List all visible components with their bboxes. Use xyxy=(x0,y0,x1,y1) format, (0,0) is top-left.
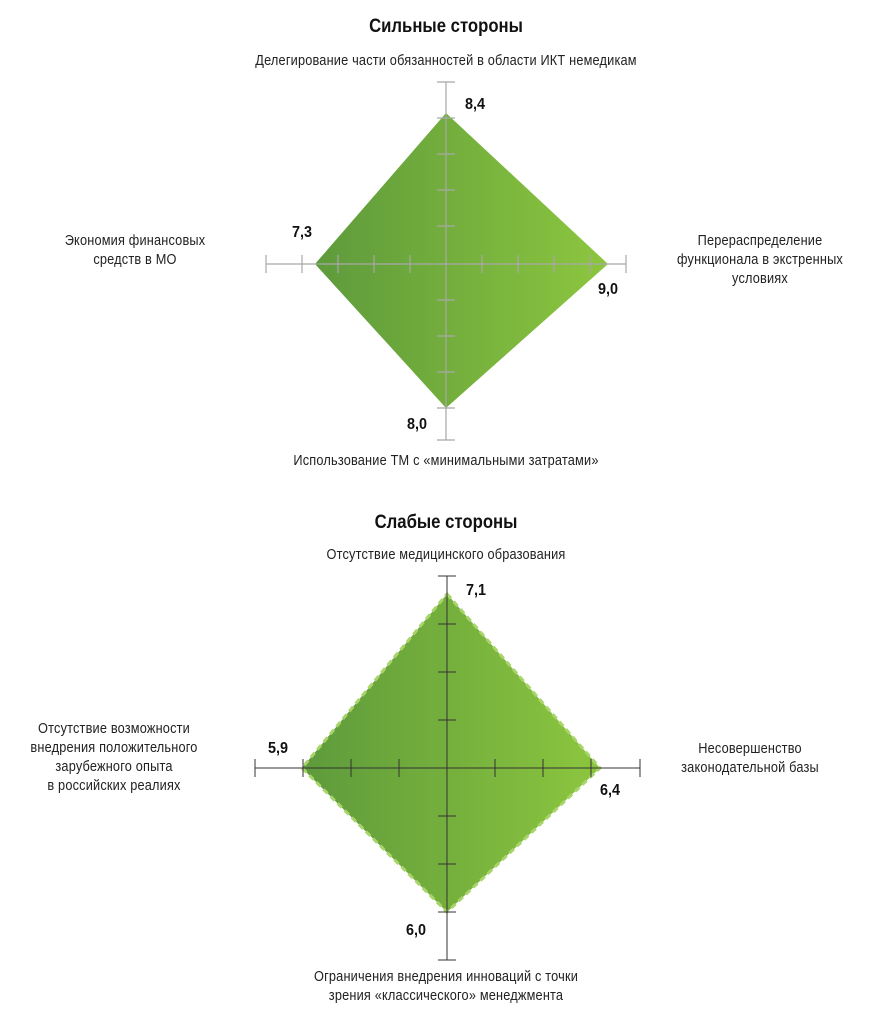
strong-right-label-line3: условиях xyxy=(732,271,788,287)
strong-axes xyxy=(265,81,627,441)
weak-bottom-label-line2: зрения «классического» менеджмента xyxy=(328,988,564,1004)
weak-left-label-line1: Отсутствие возможности xyxy=(38,721,190,737)
strong-axis-label-left: Экономия финансовых средств в МО xyxy=(43,232,228,270)
weak-axes xyxy=(254,575,641,961)
strong-right-label-line2: функционала в экстренных xyxy=(677,252,843,268)
weak-axis-label-right: Несовершенство законодательной базы xyxy=(671,740,829,778)
strong-value-top: 8,4 xyxy=(465,96,486,113)
weak-bottom-label-line1: Ограничения внедрения инноваций с точки xyxy=(313,969,579,985)
weak-value-right: 6,4 xyxy=(600,782,621,799)
strong-radar-area xyxy=(315,113,608,408)
strong-axis-label-top: Делегирование части обязанностей в облас… xyxy=(255,53,637,69)
weak-value-top: 7,1 xyxy=(466,582,487,599)
strong-left-label-line2: средств в МО xyxy=(93,252,177,268)
weak-axis-label-top: Отсутствие медицинского образования xyxy=(326,547,566,563)
weak-axis-label-left: Отсутствие возможности внедрения положит… xyxy=(14,720,215,796)
strong-left-label-line1: Экономия финансовых xyxy=(64,233,206,249)
strong-axis-label-bottom: Использование ТМ с «минимальными затрата… xyxy=(293,453,599,469)
weak-left-label-line4: в российских реалиях xyxy=(47,778,181,794)
weak-left-label-line2: внедрения положительного xyxy=(30,740,198,756)
weak-value-bottom: 6,0 xyxy=(406,922,427,939)
strong-value-right: 9,0 xyxy=(598,281,619,298)
weak-right-label-line1: Несовершенство xyxy=(698,741,802,757)
weak-value-left: 5,9 xyxy=(268,740,289,757)
weak-axis-label-bottom: Ограничения внедрения инноваций с точки … xyxy=(182,968,710,1006)
strong-right-label-line1: Перераспределение xyxy=(697,233,823,249)
strong-value-left: 7,3 xyxy=(292,224,313,241)
weak-right-label-line2: законодательной базы xyxy=(681,760,819,776)
strong-value-bottom: 8,0 xyxy=(407,416,428,433)
weak-chart-title: Слабые стороны xyxy=(374,512,518,533)
strong-chart-title: Сильные стороны xyxy=(369,16,523,37)
weak-left-label-line3: зарубежного опыта xyxy=(55,759,173,775)
strong-axis-label-right: Перераспределение функционала в экстренн… xyxy=(663,232,857,289)
